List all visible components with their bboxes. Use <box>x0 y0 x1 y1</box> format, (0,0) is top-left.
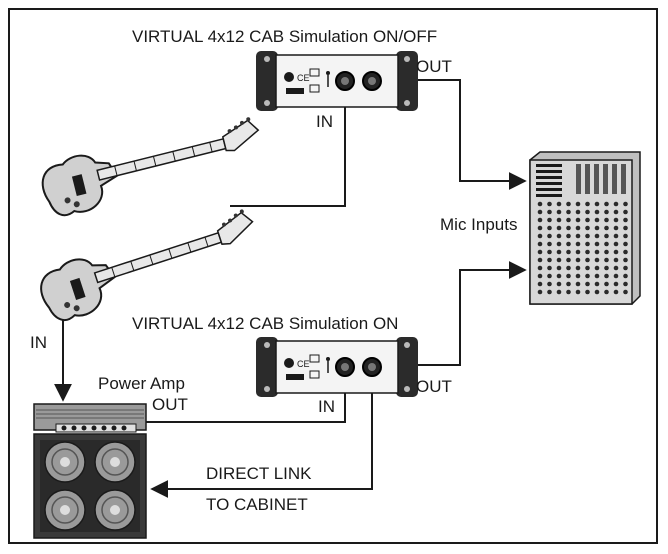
top-title: VIRTUAL 4x12 CAB Simulation ON/OFF <box>132 27 438 46</box>
cable-di2-to-mixer <box>406 261 527 366</box>
guitar-icon-top <box>41 117 260 217</box>
bottom-in-label: IN <box>318 397 335 416</box>
top-in-label: IN <box>316 112 333 131</box>
cable-guitar1-to-di1 <box>230 97 346 207</box>
ce-mark: CE <box>297 359 310 369</box>
cable-amp-to-di2 <box>142 380 346 423</box>
di-left-endcap <box>256 51 278 111</box>
mic-inputs-label: Mic Inputs <box>440 215 518 234</box>
di-box-top: CE <box>256 51 418 111</box>
cable-di1-to-mixer <box>380 79 527 190</box>
di-right-endcap <box>396 51 418 111</box>
mixer-icon <box>529 151 641 305</box>
diagram-frame <box>8 8 658 544</box>
to-cabinet-label: TO CABINET <box>206 495 308 514</box>
top-out-label: OUT <box>416 57 452 76</box>
amp-head-icon <box>33 403 147 433</box>
bottom-out-label: OUT <box>416 377 452 396</box>
speaker-cabinet-icon <box>33 433 147 539</box>
bottom-title: VIRTUAL 4x12 CAB Simulation ON <box>132 314 399 333</box>
guitar-icon-bottom <box>40 209 254 322</box>
ce-mark: CE <box>297 73 310 83</box>
direct-link-label: DIRECT LINK <box>206 464 312 483</box>
mixer-controls <box>536 164 628 295</box>
di-box-bottom: CE <box>256 337 418 397</box>
guitar-in-label: IN <box>30 333 47 352</box>
power-amp-label: Power Amp <box>98 374 185 393</box>
amp-out-label: OUT <box>152 395 188 414</box>
cable-direct-link <box>150 380 373 498</box>
